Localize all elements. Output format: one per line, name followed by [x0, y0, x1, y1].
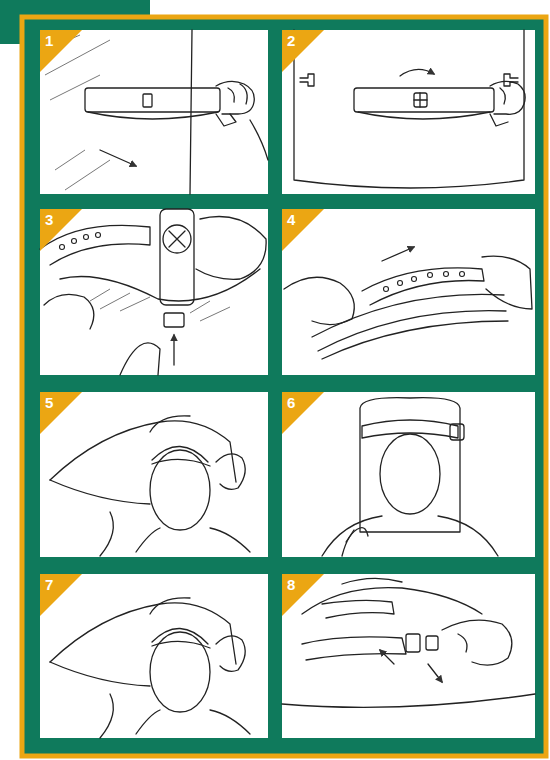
badge-shape: [282, 209, 324, 251]
outer-frame: [22, 17, 546, 756]
step-sketch: [50, 416, 250, 556]
step-badge: 6: [282, 392, 324, 434]
panel: [40, 392, 268, 557]
panel: [282, 209, 535, 375]
step-sketch: [50, 598, 250, 738]
step-sketch: [322, 398, 498, 556]
panel: [282, 574, 535, 738]
badge-shape: [282, 30, 324, 72]
step-number: 3: [45, 212, 53, 228]
step-sketch: [284, 247, 532, 359]
step-sketch: [282, 578, 535, 707]
step-number: 4: [287, 212, 295, 228]
step-number: 5: [45, 395, 53, 411]
step-badge: 5: [40, 392, 82, 434]
step-number: 2: [287, 33, 295, 49]
step-number: 6: [287, 395, 295, 411]
step-sketch: [40, 209, 266, 375]
step-number: 1: [45, 33, 53, 49]
badge-shape: [40, 392, 82, 434]
step-sketch: [294, 30, 525, 188]
panel: [40, 30, 268, 194]
badge-shape: [40, 30, 82, 72]
badge-shape: [282, 574, 324, 616]
badge-shape: [40, 574, 82, 616]
panel: [282, 30, 535, 194]
step-badge: 8: [282, 574, 324, 616]
panel: [40, 209, 268, 375]
panel: [40, 574, 268, 738]
step-badge: 1: [40, 30, 82, 72]
badge-shape: [282, 392, 324, 434]
step-number: 8: [287, 577, 295, 593]
step-sketch: [45, 30, 268, 194]
step-badge: 2: [282, 30, 324, 72]
step-badge: 3: [40, 209, 82, 251]
step-badge: 4: [282, 209, 324, 251]
panel: [282, 392, 535, 557]
badge-shape: [40, 209, 82, 251]
step-number: 7: [45, 577, 53, 593]
step-badge: 7: [40, 574, 82, 616]
